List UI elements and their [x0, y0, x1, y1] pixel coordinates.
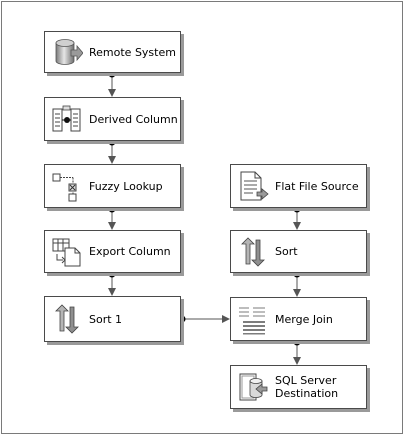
node-merge-join[interactable]: Merge Join [230, 297, 367, 341]
merge-join-icon [237, 303, 269, 335]
sql-server-destination-icon [237, 371, 269, 403]
node-flat-file-source[interactable]: Flat File Source [230, 164, 367, 208]
node-sort-1[interactable]: Sort 1 [44, 296, 181, 342]
node-derived-column[interactable]: Derived Column [44, 97, 181, 141]
node-label: Remote System [89, 45, 176, 59]
node-label: Flat File Source [275, 179, 359, 193]
node-remote-system[interactable]: Remote System [44, 31, 181, 73]
node-sql-server-destination[interactable]: SQL Server Destination [230, 365, 367, 409]
node-label: Fuzzy Lookup [89, 179, 163, 193]
node-label: Sort [275, 245, 298, 258]
sort-icon [237, 236, 269, 268]
flat-file-source-icon [237, 170, 269, 202]
node-sort[interactable]: Sort [230, 230, 367, 273]
database-source-icon [51, 36, 83, 68]
node-label: Merge Join [275, 312, 333, 326]
fuzzy-lookup-icon [51, 170, 83, 202]
export-column-icon [51, 236, 83, 268]
node-fuzzy-lookup[interactable]: Fuzzy Lookup [44, 164, 181, 208]
node-label: SQL Server Destination [275, 374, 339, 400]
node-label: Export Column [89, 245, 171, 258]
sort-icon [51, 303, 83, 335]
derived-column-icon [51, 103, 83, 135]
node-label: Sort 1 [89, 312, 123, 326]
node-export-column[interactable]: Export Column [44, 230, 181, 273]
node-label: Derived Column [89, 112, 178, 126]
